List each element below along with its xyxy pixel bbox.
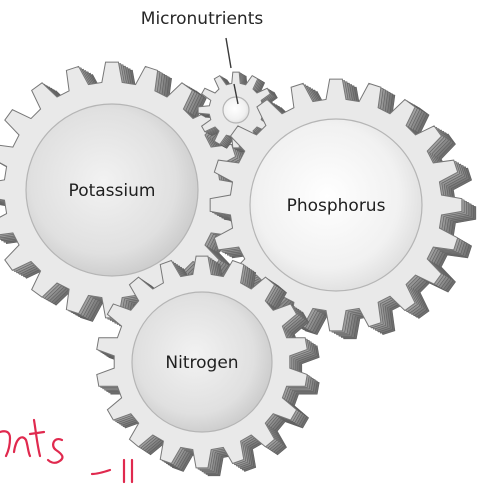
gear-phosphorus-label: Phosphorus: [287, 196, 386, 216]
handwritten-stroke-2: [14, 437, 30, 456]
gear-micronutrients-hub: [223, 97, 249, 123]
handwritten-stroke-3: [30, 420, 44, 456]
gear-nitrogen-label: Nitrogen: [165, 353, 238, 373]
handwritten-annotation: [0, 420, 132, 482]
handwritten-stroke-5: [92, 470, 110, 474]
handwritten-stroke-4: [48, 439, 62, 463]
micronutrients-callout-label: Micronutrients: [141, 9, 264, 29]
handwritten-stroke-6: [124, 460, 132, 482]
handwritten-stroke-1: [0, 431, 10, 456]
gear-potassium-label: Potassium: [69, 181, 156, 201]
